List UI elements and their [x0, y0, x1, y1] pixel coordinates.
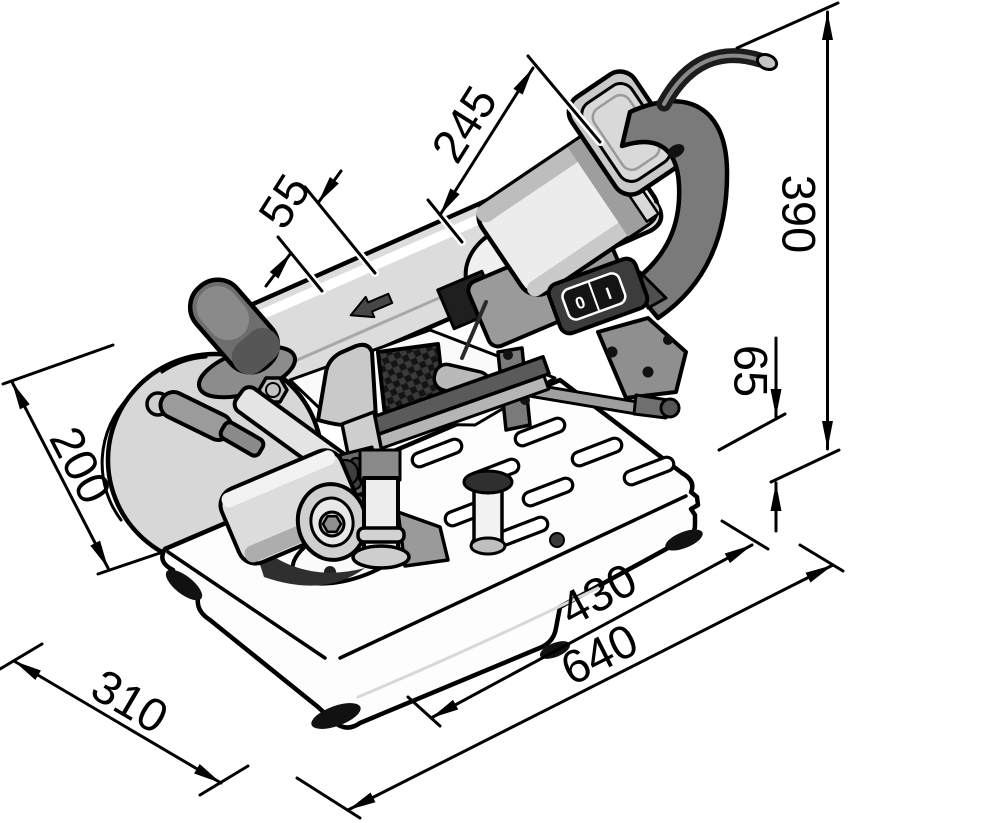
dimension-55-label: 55: [248, 165, 321, 238]
mounting-hole: [549, 532, 565, 548]
band-saw-illustration: 0 I: [100, 48, 779, 730]
pivot-column: [351, 448, 411, 570]
dimension-310-label: 310: [83, 658, 177, 743]
switch-on-label: I: [603, 284, 614, 303]
dimension-640-label: 640: [552, 613, 646, 696]
dimension-310: 310: [0, 642, 250, 797]
saw-blade: [460, 300, 488, 360]
dimension-390: 390: [735, 1, 841, 484]
blade-direction-arrow-icon: [349, 292, 394, 319]
dimension-65: 65: [717, 336, 787, 533]
roller-hex-bolt: [321, 514, 343, 534]
dimension-65-label: 65: [725, 345, 778, 397]
handle-screw: [667, 144, 685, 158]
power-cable: [656, 48, 779, 112]
crank-handle: [145, 390, 266, 458]
dimension-390-label: 390: [773, 175, 826, 253]
blade-guide-bracket: [596, 316, 688, 400]
vise-assembly: [316, 300, 681, 466]
power-switch: 0 I: [546, 256, 650, 336]
dimension-245-label: 245: [421, 77, 508, 172]
